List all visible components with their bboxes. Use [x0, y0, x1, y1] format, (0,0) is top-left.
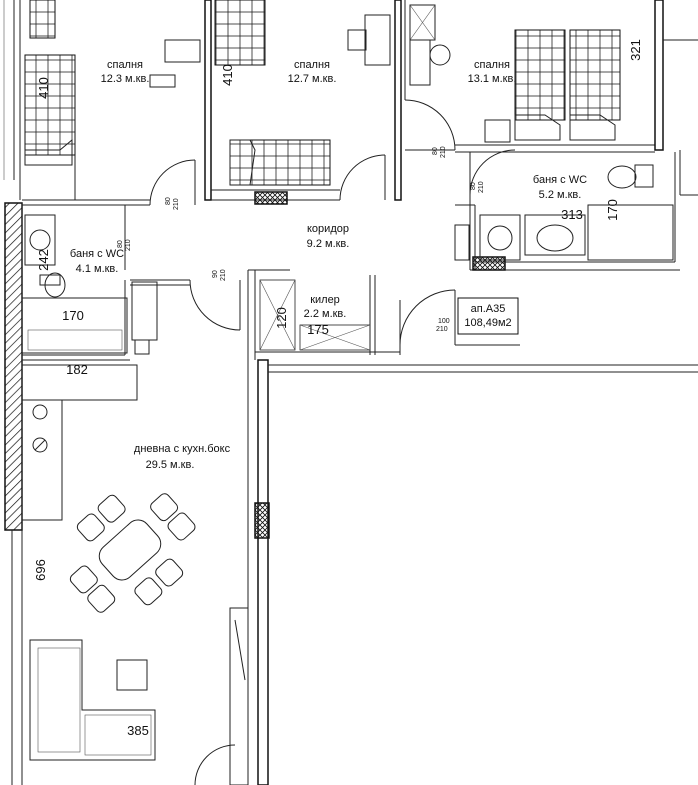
- bath2-name: баня с WC: [533, 174, 587, 186]
- apartment-area: 108,49м2: [464, 317, 511, 329]
- bedroom1-name: спалня: [107, 59, 143, 71]
- dimension-labels: 410 410 321 242 170 182 313 170 120 175 …: [33, 39, 643, 738]
- door1-height: 210: [173, 198, 180, 210]
- dim-696: 696: [33, 559, 48, 581]
- dim-175: 175: [307, 322, 329, 337]
- door3-height: 210: [478, 181, 485, 193]
- bedroom3-name: спалня: [474, 59, 510, 71]
- living-area: 29.5 м.кв.: [146, 459, 195, 471]
- door3-width: 80: [470, 182, 477, 190]
- walls: [3, 0, 698, 785]
- dim-242: 242: [36, 249, 51, 271]
- dim-120: 120: [274, 307, 289, 329]
- door4-width: 80: [117, 240, 124, 248]
- door2-width: 80: [432, 147, 439, 155]
- closet-area: 2.2 м.кв.: [304, 308, 347, 320]
- closet-name: килер: [310, 294, 340, 306]
- dim-313: 313: [561, 207, 583, 222]
- dim-170-bath1: 170: [62, 308, 84, 323]
- bath1-area: 4.1 м.кв.: [76, 263, 119, 275]
- bath1-name: баня с WC: [70, 248, 124, 260]
- living-name: дневна с кухн.бокс: [134, 443, 231, 455]
- corridor-name: коридор: [307, 223, 349, 235]
- bath2-area: 5.2 м.кв.: [539, 189, 582, 201]
- door6-height: 210: [436, 326, 448, 333]
- door1-width: 80: [165, 197, 172, 205]
- door5-height: 210: [220, 269, 227, 281]
- dim-182: 182: [66, 362, 88, 377]
- corridor-area: 9.2 м.кв.: [307, 238, 350, 250]
- bedroom2-area: 12.7 м.кв.: [288, 73, 337, 85]
- dim-321: 321: [628, 39, 643, 61]
- doors: [149, 99, 516, 785]
- apartment-label-box: [457, 297, 519, 335]
- dim-410-bedroom1: 410: [36, 77, 51, 99]
- bedroom1-area: 12.3 м.кв.: [101, 73, 150, 85]
- door2-height: 210: [440, 146, 447, 158]
- dim-410-bedroom2: 410: [220, 64, 235, 86]
- door5-width: 90: [212, 270, 219, 278]
- bedroom2-name: спалня: [294, 59, 330, 71]
- dim-385: 385: [127, 723, 149, 738]
- door-size-labels: 80 210 80 210 80 210 80 210 90 210 100 2…: [117, 146, 485, 333]
- room-labels: спалня 12.3 м.кв. спалня 12.7 м.кв. спал…: [70, 59, 587, 471]
- door4-height: 210: [125, 239, 132, 251]
- apartment-id: ап.А35: [471, 303, 506, 315]
- door6-width: 100: [438, 318, 450, 325]
- furniture: [21, 0, 674, 785]
- dim-170-bath2: 170: [605, 199, 620, 221]
- bedroom3-area: 13.1 м.кв.: [468, 73, 517, 85]
